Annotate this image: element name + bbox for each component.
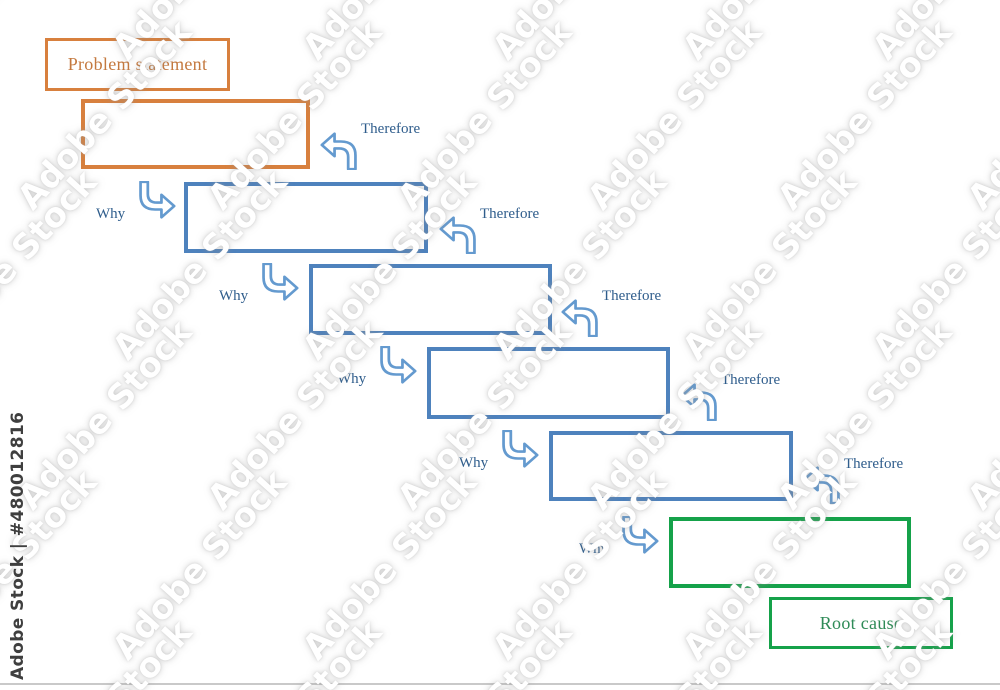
why-box-4 [549, 431, 793, 501]
watermark-tile: Adobe Stock [769, 312, 961, 518]
root-cause-box [669, 517, 911, 588]
watermark-tile: Adobe Stock [580, 612, 770, 690]
why-label-1: Why [96, 206, 126, 222]
watermark-tile: Adobe Stock [0, 162, 106, 368]
therefore-label-3: Therefore [602, 288, 662, 304]
watermark-tile: Adobe Stock [865, 0, 1000, 68]
bottom-border-line [0, 683, 1000, 685]
why-label-2: Why [219, 288, 249, 304]
why-arrow-3 [377, 346, 417, 384]
why-arrow-2 [259, 263, 299, 301]
problem-statement-label-box: Problem statement [45, 38, 230, 91]
curved-down-right-arrow-icon [262, 263, 299, 301]
therefore-label-2: Therefore [480, 206, 540, 222]
curved-down-right-arrow-icon [380, 346, 417, 384]
therefore-label-5: Therefore [844, 456, 904, 472]
watermark-tile: Adobe Stock [674, 162, 866, 368]
watermark-tile: Adobe Stock [485, 0, 675, 68]
watermark-tile: Adobe Stock [864, 162, 1000, 368]
curved-up-left-arrow-icon [320, 132, 357, 170]
watermark-tile: Adobe Stock [295, 0, 485, 68]
curved-up-left-arrow-icon [680, 383, 717, 421]
watermark-tile: Adobe Stock [960, 612, 1000, 690]
problem-box [81, 99, 310, 169]
therefore-label-1: Therefore [361, 121, 421, 137]
why-arrow-5 [619, 516, 659, 554]
curved-down-right-arrow-icon [139, 181, 176, 219]
why-label-3: Why [337, 371, 367, 387]
watermark-tile: Adobe Stock [10, 612, 200, 690]
therefore-arrow-1 [320, 132, 360, 170]
root-cause-text: Root cause [819, 612, 903, 633]
problem-statement-text: Problem statement [67, 54, 208, 74]
therefore-arrow-4 [680, 383, 720, 421]
watermark-tile: Adobe Stock [200, 612, 390, 690]
why-box-1 [184, 182, 428, 253]
curved-down-right-arrow-icon [502, 430, 539, 468]
why-arrow-4 [499, 430, 539, 468]
therefore-arrow-2 [439, 216, 479, 254]
curved-down-right-arrow-icon [622, 516, 659, 554]
watermark-tile: Adobe Stock [199, 312, 391, 518]
curved-up-left-arrow-icon [561, 299, 598, 337]
root-cause-label-box: Root cause [769, 597, 953, 649]
curved-up-left-arrow-icon [439, 216, 476, 254]
watermark-tile: Adobe Stock [9, 312, 201, 518]
why-box-3 [427, 347, 670, 419]
watermark-tile: Adobe Stock [579, 12, 771, 218]
therefore-arrow-5 [803, 466, 843, 504]
watermark-tile: Adobe Stock [959, 312, 1000, 518]
watermark-attribution: Adobe Stock | #480012816 [8, 411, 28, 680]
watermark-tile: Adobe Stock [675, 0, 865, 68]
curved-up-left-arrow-icon [803, 466, 840, 504]
watermark-tile: Adobe Stock [769, 12, 961, 218]
why-box-2 [309, 264, 552, 335]
therefore-arrow-3 [561, 299, 601, 337]
watermark-tile: Adobe Stock [104, 462, 296, 668]
watermark-tile: Adobe Stock [294, 462, 486, 668]
why-arrow-1 [136, 181, 176, 219]
watermark-tile: Adobe Stock [390, 612, 580, 690]
therefore-label-4: Therefore [721, 372, 781, 388]
watermark-tile: Adobe Stock [959, 12, 1000, 218]
why-label-4: Why [459, 455, 489, 471]
why-label-5: Why [579, 541, 609, 557]
